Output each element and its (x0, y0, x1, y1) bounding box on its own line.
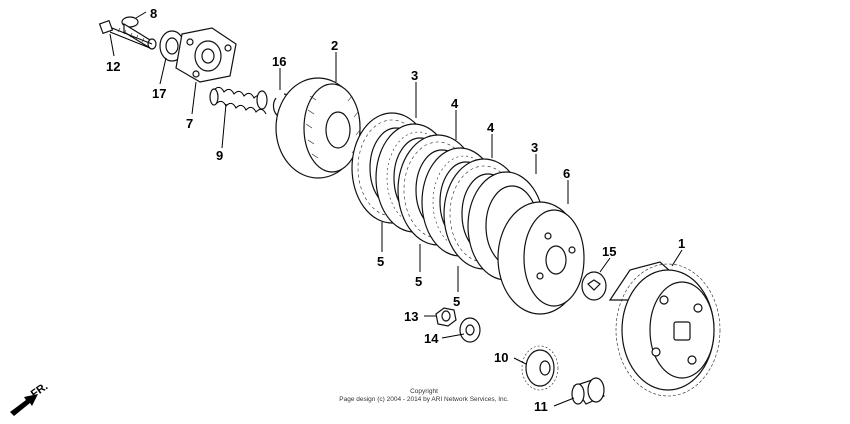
callout-12: 12 (106, 59, 120, 74)
part-9-spring (209, 86, 268, 115)
callout-7: 7 (186, 116, 193, 131)
callout-10: 10 (494, 350, 508, 365)
copyright-line-2: Page design (c) 2004 - 2014 by ARI Netwo… (339, 396, 509, 403)
callout-8: 8 (150, 6, 157, 21)
callout-6: 6 (563, 166, 570, 181)
part-14-washer (459, 317, 481, 343)
callout-labels: 8 12 17 7 9 16 2 3 4 4 3 6 5 5 5 15 1 13… (106, 6, 685, 414)
copyright-line-1: Copyright (410, 388, 438, 395)
part-2-pressure-plate (275, 77, 361, 179)
callout-1: 1 (678, 236, 685, 251)
part-1-clutch-outer (608, 261, 721, 397)
callout-5a: 5 (377, 254, 384, 269)
callout-4a: 4 (451, 96, 459, 111)
callout-17: 17 (152, 86, 166, 101)
callout-3a: 3 (411, 68, 418, 83)
part-13-nut (435, 307, 457, 327)
callout-14: 14 (424, 331, 439, 346)
callout-9: 9 (216, 148, 223, 163)
part-6-clutch-center (497, 201, 585, 315)
callout-15: 15 (602, 244, 616, 259)
part-12-bolt (98, 19, 153, 49)
callout-5c: 5 (453, 294, 460, 309)
callout-16: 16 (272, 54, 286, 69)
callout-4b: 4 (487, 120, 495, 135)
callout-5b: 5 (415, 274, 422, 289)
arrow-icon (10, 394, 38, 416)
part-15-lock-washer (581, 271, 607, 301)
part-10-gear (521, 345, 559, 391)
part-7-lifter-plate (175, 27, 237, 83)
callout-3b: 3 (531, 140, 538, 155)
leader-lines (109, 11, 683, 407)
front-direction-arrow: FR. (10, 380, 50, 416)
callout-2: 2 (331, 38, 338, 53)
part-11-collar (571, 377, 605, 405)
callout-13: 13 (404, 309, 418, 324)
part-8-bolt (121, 16, 157, 50)
callout-11: 11 (534, 399, 548, 414)
